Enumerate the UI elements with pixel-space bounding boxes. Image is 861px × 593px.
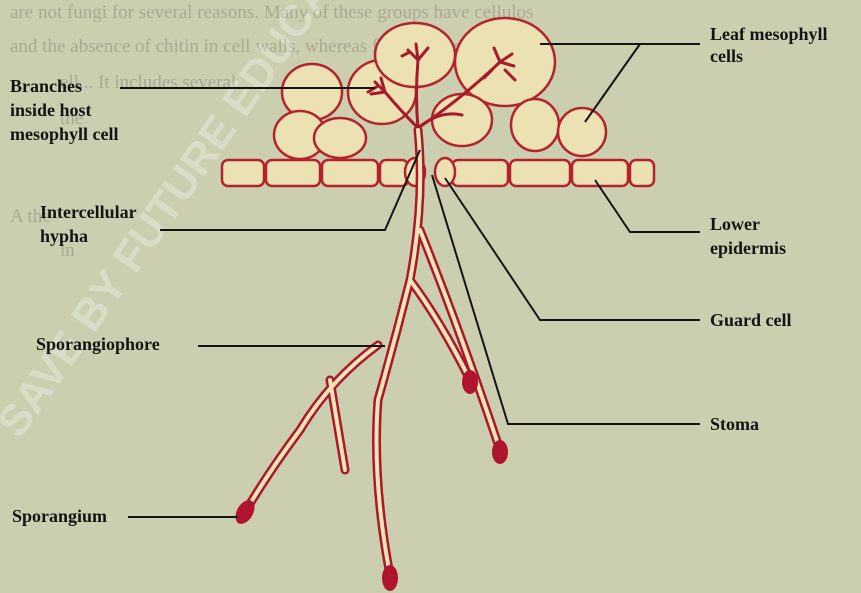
mesophyll-cell (314, 118, 366, 158)
epidermis-cell (572, 160, 628, 186)
epidermis-cell (452, 160, 508, 186)
epidermis-cell (266, 160, 320, 186)
label-branches-3: mesophyll cell (10, 124, 119, 144)
sporangia (232, 370, 508, 591)
label-sporangium: Sporangium (12, 506, 107, 526)
leader-lower-epidermis (595, 180, 700, 232)
label-guard-cell: Guard cell (710, 310, 792, 330)
background-text-line: ell... It includes several (60, 72, 236, 93)
leader-leaf-mesophyll (540, 44, 700, 122)
epidermis-cell (630, 160, 654, 186)
epidermis-cell (222, 160, 264, 186)
epidermis-cell (322, 160, 378, 186)
sporangium-body (382, 565, 398, 591)
label-lower-epidermis-2: epidermis (710, 238, 786, 258)
label-leaf-mesophyll-2: cells (710, 46, 743, 66)
mesophyll-cell (511, 99, 559, 151)
mesophyll-cell (558, 108, 606, 156)
guard-cell (435, 158, 455, 186)
label-stoma: Stoma (710, 414, 759, 434)
label-branches-2: inside host (10, 100, 92, 120)
label-leaf-mesophyll-1: Leaf mesophyll (710, 24, 828, 44)
sporangium-body (492, 440, 508, 464)
label-sporangiophore: Sporangiophore (36, 334, 160, 354)
label-lower-epidermis-1: Lower (710, 214, 760, 234)
label-intercellular-2: hypha (40, 226, 88, 246)
label-branches-1: Branches (10, 76, 82, 96)
sporangium-body (462, 370, 478, 394)
label-intercellular-1: Intercellular (40, 202, 137, 222)
leader-guard-cell (445, 178, 700, 320)
sporangiophore (245, 130, 500, 575)
mesophyll-cell (432, 94, 492, 146)
epidermis-cell (510, 160, 570, 186)
